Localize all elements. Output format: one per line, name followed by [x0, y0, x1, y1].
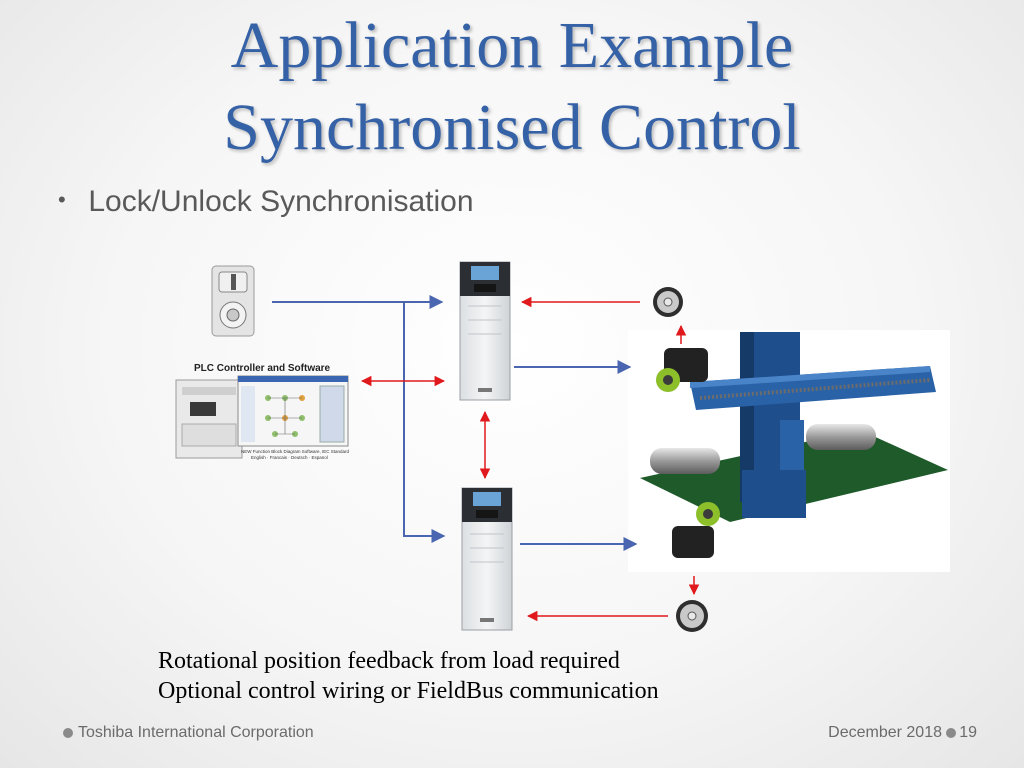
- encoder-1-image: [653, 287, 683, 317]
- footer-page-number: 19: [959, 724, 977, 741]
- footer-right-dot-icon: [946, 728, 956, 738]
- footer-date: December 2018: [828, 724, 942, 741]
- machine-illustration: [628, 330, 950, 572]
- plc-controller-image: PLC Controller and Software NEW Function…: [175, 363, 350, 460]
- bullet-text: Lock/Unlock Synchronisation: [88, 185, 474, 218]
- isolator-socket-image: [211, 265, 255, 337]
- drive-2-image: [461, 487, 513, 631]
- slide-title-line-1: Application Example: [230, 9, 794, 82]
- drive-1-image: [459, 261, 511, 401]
- bullet-item: • Lock/Unlock Synchronisation: [58, 185, 474, 219]
- bullet-dot-icon: •: [58, 187, 66, 212]
- plc-caption-line-2: English · Francais · Deutsch · Espanol: [251, 455, 328, 460]
- note-line-1: Rotational position feedback from load r…: [158, 648, 620, 674]
- footer-company: Toshiba International Corporation: [78, 724, 314, 741]
- plc-caption-line-1: NEW Function Block Diagram Software, IEC…: [241, 449, 350, 454]
- slide-title-line-2: Synchronised Control: [223, 91, 801, 164]
- feedback-connections: [360, 296, 700, 622]
- note-line-2: Optional control wiring or FieldBus comm…: [158, 678, 659, 704]
- plc-label: PLC Controller and Software: [194, 363, 331, 374]
- supply-to-drive-2-arrow: [403, 302, 446, 543]
- footer-left-dot-icon: [63, 728, 73, 738]
- encoder-2-image: [676, 600, 708, 632]
